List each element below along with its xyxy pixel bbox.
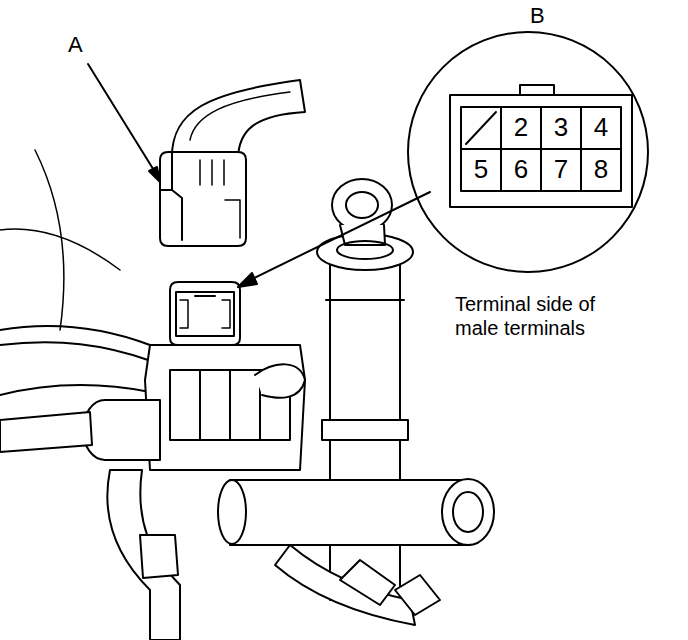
pin-number: 7 bbox=[541, 149, 581, 191]
pin-number: 6 bbox=[501, 149, 541, 191]
view-note: Terminal side of male terminals bbox=[455, 292, 635, 340]
callout-letter: B bbox=[530, 3, 545, 29]
pin-number: 4 bbox=[581, 107, 621, 149]
pin-number: 8 bbox=[581, 149, 621, 191]
pin-number: 5 bbox=[461, 149, 501, 191]
pin-number: 3 bbox=[541, 107, 581, 149]
callout-letter: A bbox=[68, 32, 83, 58]
pin-number: 2 bbox=[501, 107, 541, 149]
